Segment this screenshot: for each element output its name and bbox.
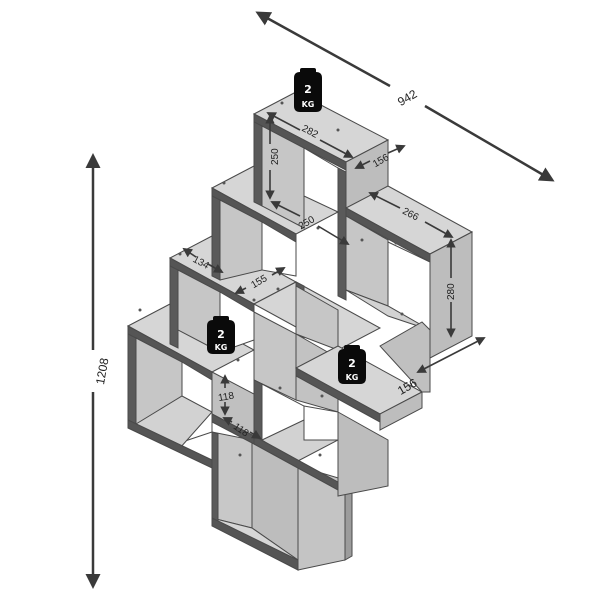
cube-right-upper xyxy=(344,185,474,359)
inner-dimension-lines xyxy=(182,112,486,439)
dimension-lines xyxy=(85,11,555,589)
top-height-label: 250 xyxy=(270,148,281,165)
cube-lower-mid xyxy=(253,379,389,497)
weight-marker-left: 2 KG xyxy=(207,316,235,354)
weight-marker-right: 2 KG xyxy=(338,345,366,384)
weight-unit: KG xyxy=(215,343,228,352)
weight-value: 2 xyxy=(217,328,225,341)
weight-unit: KG xyxy=(346,373,359,382)
right-height-label: 280 xyxy=(446,283,457,300)
overall-height-label: 1208 xyxy=(93,357,111,386)
weight-unit: KG xyxy=(302,100,315,109)
overall-width-label: 942 xyxy=(395,87,420,109)
gap-height-label: 118 xyxy=(217,390,235,404)
weight-marker-top: 2 KG xyxy=(294,68,322,112)
screw-holes xyxy=(138,101,404,468)
weight-value: 2 xyxy=(348,357,356,370)
cube-left-lower xyxy=(126,303,256,469)
shelf-structure xyxy=(126,91,474,571)
weight-value: 2 xyxy=(304,83,312,96)
cube-bottom xyxy=(211,431,353,571)
